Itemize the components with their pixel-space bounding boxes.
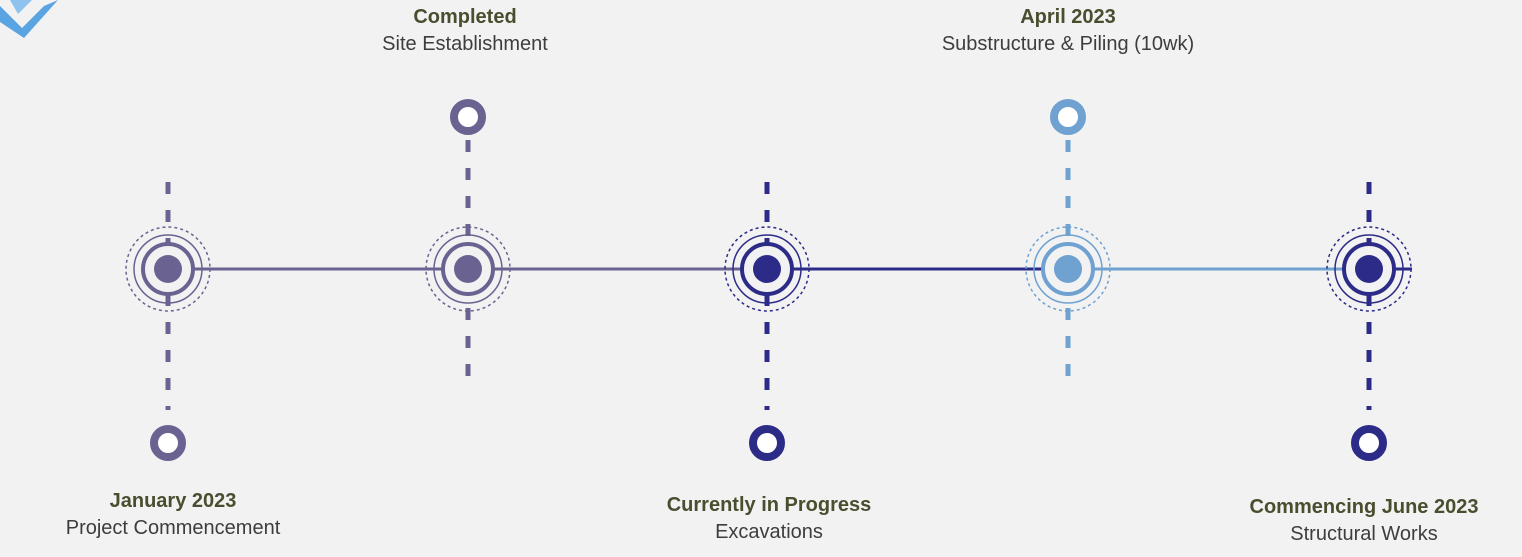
node-dot [454, 255, 482, 283]
milestone-pin-icon [1050, 99, 1086, 135]
node-middle-ring [133, 234, 203, 304]
milestone-title-3: Currently in Progress [666, 494, 872, 516]
node-middle-ring [1334, 234, 1404, 304]
node-dot [154, 255, 182, 283]
milestone-pin-icon [1351, 425, 1387, 461]
milestone-title-5: Commencing June 2023 [1249, 496, 1479, 518]
node-outer-ring [1326, 226, 1412, 312]
node-dot [1054, 255, 1082, 283]
milestone-desc-4: Substructure & Piling (10wk) [941, 33, 1195, 55]
corner-logo-icon [0, 0, 58, 38]
milestone-pin-icon [150, 425, 186, 461]
node-middle-ring [732, 234, 802, 304]
node-outer-ring [724, 226, 810, 312]
milestone-label-2: Completed Site Establishment [305, 4, 625, 58]
node-dot [1355, 255, 1383, 283]
milestone-desc-2: Site Establishment [382, 33, 548, 55]
milestone-label-5: Commencing June 2023 Structural Works [1206, 494, 1522, 548]
node-outer-ring [425, 226, 511, 312]
milestone-title-4: April 2023 [1020, 6, 1116, 28]
milestone-desc-5: Structural Works [1290, 523, 1438, 545]
milestone-title-2: Completed [413, 6, 517, 28]
node-outer-ring [1025, 226, 1111, 312]
milestone-label-3: Currently in Progress Excavations [609, 492, 929, 546]
node-dot [753, 255, 781, 283]
milestone-desc-1: Project Commencement [65, 517, 281, 539]
milestone-pin-icon [749, 425, 785, 461]
node-outer-ring [125, 226, 211, 312]
node-middle-ring [433, 234, 503, 304]
milestone-label-1: January 2023 Project Commencement [13, 488, 333, 542]
milestone-desc-3: Excavations [715, 521, 823, 543]
milestone-pin-icon [450, 99, 486, 135]
milestone-label-4: April 2023 Substructure & Piling (10wk) [913, 4, 1223, 58]
node-middle-ring [1033, 234, 1103, 304]
milestone-title-1: January 2023 [109, 490, 237, 512]
